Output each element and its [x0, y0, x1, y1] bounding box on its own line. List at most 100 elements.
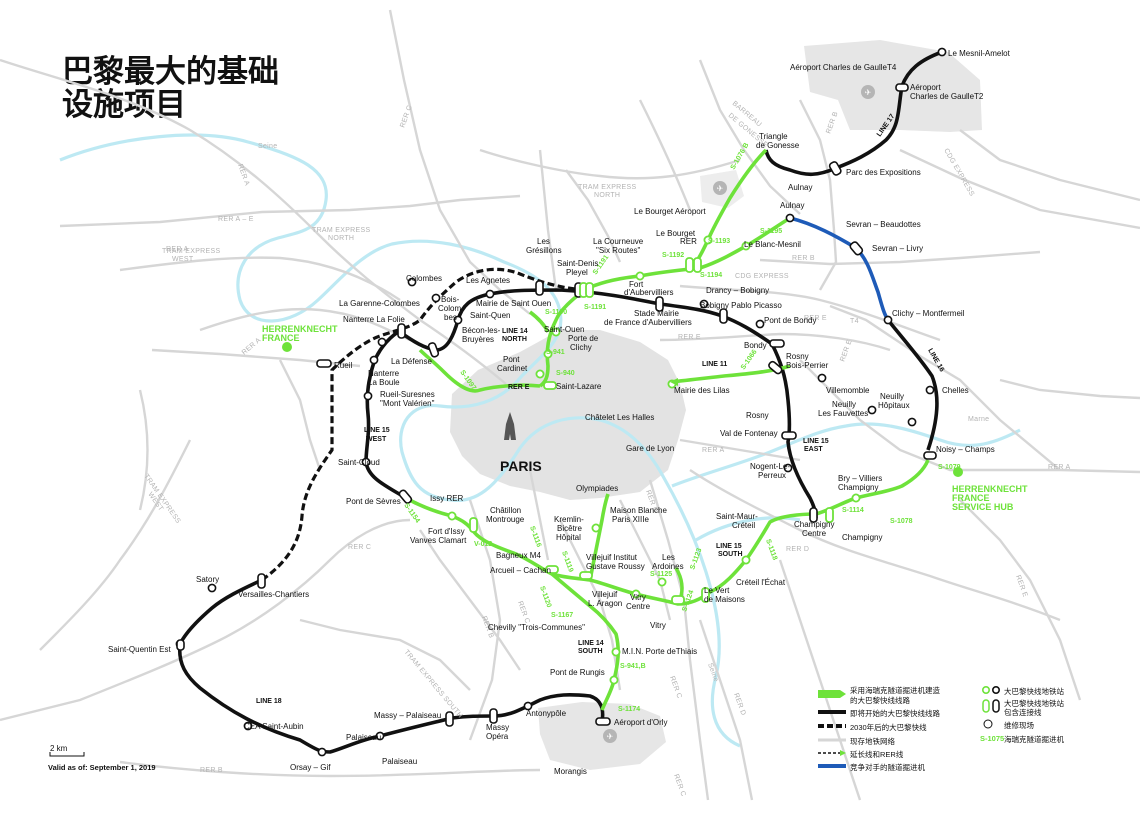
- station-label-56: Rueil-Suresnes: [380, 390, 435, 399]
- bg-label-5: RER A: [166, 246, 189, 253]
- herrenknecht-france-label-1: HERRENKNECHT: [262, 324, 338, 334]
- tbm-label-24: S-1078: [890, 518, 913, 525]
- line-label-3: WEST: [366, 436, 387, 443]
- bg-label-2: RER A – E: [218, 216, 254, 223]
- tbm-label-21: S-1118: [764, 538, 778, 561]
- station-label-118: Morangis: [554, 767, 587, 776]
- rivers: [59, 133, 1021, 748]
- bg-label-22: RER A: [1048, 464, 1071, 471]
- legend-extension: 延长线和RER线: [850, 750, 904, 759]
- station-label-79: Saint-Maur-: [716, 512, 758, 521]
- station-label-97: Versailles-Chantiers: [238, 590, 309, 599]
- station-label-49: Bois-Perrier: [786, 361, 829, 370]
- station-label-71: Champigny: [838, 483, 878, 492]
- station-label-96: Satory: [196, 575, 219, 584]
- station-label-115: Palaiseau: [346, 733, 381, 742]
- bg-label-3: TRAM EXPRESS: [312, 227, 370, 234]
- station-label-60: Neuilly: [832, 400, 856, 409]
- station-label-43: Bondy: [744, 341, 767, 350]
- station-label-36: Pont de Bondy: [764, 316, 816, 325]
- station-label-46: Pont: [503, 355, 520, 364]
- airplane-glyphs: ✈✈✈: [607, 88, 872, 741]
- station-label-17: Les: [537, 237, 550, 246]
- tbm-label-1: S-1193: [708, 238, 730, 245]
- tbm-label-14: S-1116: [528, 525, 542, 548]
- legend-upcoming: 即将开始的大巴黎快线线路: [850, 709, 940, 718]
- tbm-label-9: S-940: [556, 370, 575, 377]
- station-label-1: Aéroport Charles de GaulleT4: [790, 63, 897, 72]
- line-label-5: EAST: [804, 446, 823, 453]
- herrenknecht-service-label-3: SERVICE HUB: [952, 502, 1014, 512]
- scale-bar: [49, 752, 85, 757]
- herrenknecht-france-label-2: FRANCE: [262, 333, 300, 343]
- station-label-87: Hôpital: [556, 533, 581, 542]
- station-label-110: Massy – Palaiseau: [374, 711, 441, 720]
- bg-label-6: TRAM EXPRESS: [162, 248, 220, 255]
- station-label-53: Mairie des Lilas: [674, 386, 730, 395]
- station-label-80: Créteil: [732, 521, 755, 530]
- station-label-72: Olympiades: [576, 484, 618, 493]
- tbm-label-4: S-1194: [700, 272, 722, 279]
- station-label-82: Centre: [802, 529, 827, 538]
- tbm-label-22: S-1079: [938, 464, 961, 471]
- bg-label-19: RER E: [678, 334, 701, 341]
- station-label-100: Vitry: [630, 593, 646, 602]
- station-label-18: Grésillons: [526, 246, 562, 255]
- station-label-0: Le Mesnil-Amelot: [948, 49, 1011, 58]
- tbm-label-6: S-1191: [584, 304, 606, 311]
- tbm-label-17: S-1167: [551, 612, 573, 619]
- station-label-68: Nogent-Le-: [750, 462, 790, 471]
- line-16-competitor: [789, 216, 890, 321]
- station-label-98: Villejuif: [592, 590, 618, 599]
- station-label-107: M.I.N. Porte deThiais: [622, 647, 697, 656]
- green-stations: [447, 235, 861, 685]
- legend-competitor: 竞争对手的隧道掘进机: [850, 763, 925, 772]
- station-label-34: Saint-Quen: [470, 311, 510, 320]
- line-15-west: [364, 330, 407, 500]
- existing-network: [0, 9, 1140, 801]
- line-16-black: [886, 318, 939, 451]
- line-label-7: SOUTH: [718, 551, 743, 558]
- station-label-112: CEA Saint-Aubin: [244, 722, 304, 731]
- tbm-label-11: S-1066: [740, 349, 759, 372]
- station-label-29: bes: [444, 313, 457, 322]
- station-label-101: Centre: [626, 602, 651, 611]
- station-label-86: Bicêtre: [557, 524, 582, 533]
- station-label-76: Montrouge: [486, 515, 525, 524]
- legend-tbm-sample: S-1075: [980, 734, 1005, 743]
- tbm-label-15: S-1119: [560, 550, 574, 573]
- station-label-22: Colombes: [406, 274, 442, 283]
- bg-label-29: RER D: [786, 546, 809, 553]
- station-label-16: Sevran – Livry: [872, 244, 923, 253]
- station-label-91: Gustave Roussy: [586, 562, 645, 571]
- station-label-106: Saint-Quentin Est: [108, 645, 171, 654]
- station-label-2: Aéroport: [910, 83, 941, 92]
- bg-label-25: RER C: [348, 544, 371, 551]
- bg-label-16: CDG EXPRESS: [735, 273, 789, 280]
- station-label-47: Cardinet: [497, 364, 528, 373]
- tbm-label-7: S-1190: [545, 309, 567, 316]
- station-label-20: Pleyel: [566, 268, 588, 277]
- station-label-21: Les Agnetes: [466, 276, 510, 285]
- bg-label-32: RER C: [668, 675, 683, 699]
- station-label-3: Charles de GaulleT2: [910, 92, 984, 101]
- paris-area: [450, 330, 686, 500]
- station-label-42: Clichy – Montfermeil: [892, 309, 965, 318]
- bg-label-8: RER A: [241, 337, 263, 357]
- herrenknecht-france-marker: [282, 342, 292, 352]
- station-label-44: Rueil: [334, 361, 352, 370]
- station-label-11: Le Bourget: [656, 229, 696, 238]
- station-label-104: Vitry: [650, 621, 666, 630]
- station-label-74: Issy RER: [430, 494, 464, 503]
- station-label-12: RER: [680, 237, 697, 246]
- legend-station-connection-1: 大巴黎快线地铁站: [1004, 699, 1064, 708]
- station-label-108: Pont de Rungis: [550, 668, 605, 677]
- bg-label-34: RER B: [200, 767, 223, 774]
- stations: [175, 47, 947, 757]
- station-label-64: Val de Fontenay: [720, 429, 778, 438]
- line-label-6: LINE 15: [716, 543, 742, 550]
- station-label-5: de Gonesse: [756, 141, 800, 150]
- station-label-31: Stade Mairie: [634, 309, 679, 318]
